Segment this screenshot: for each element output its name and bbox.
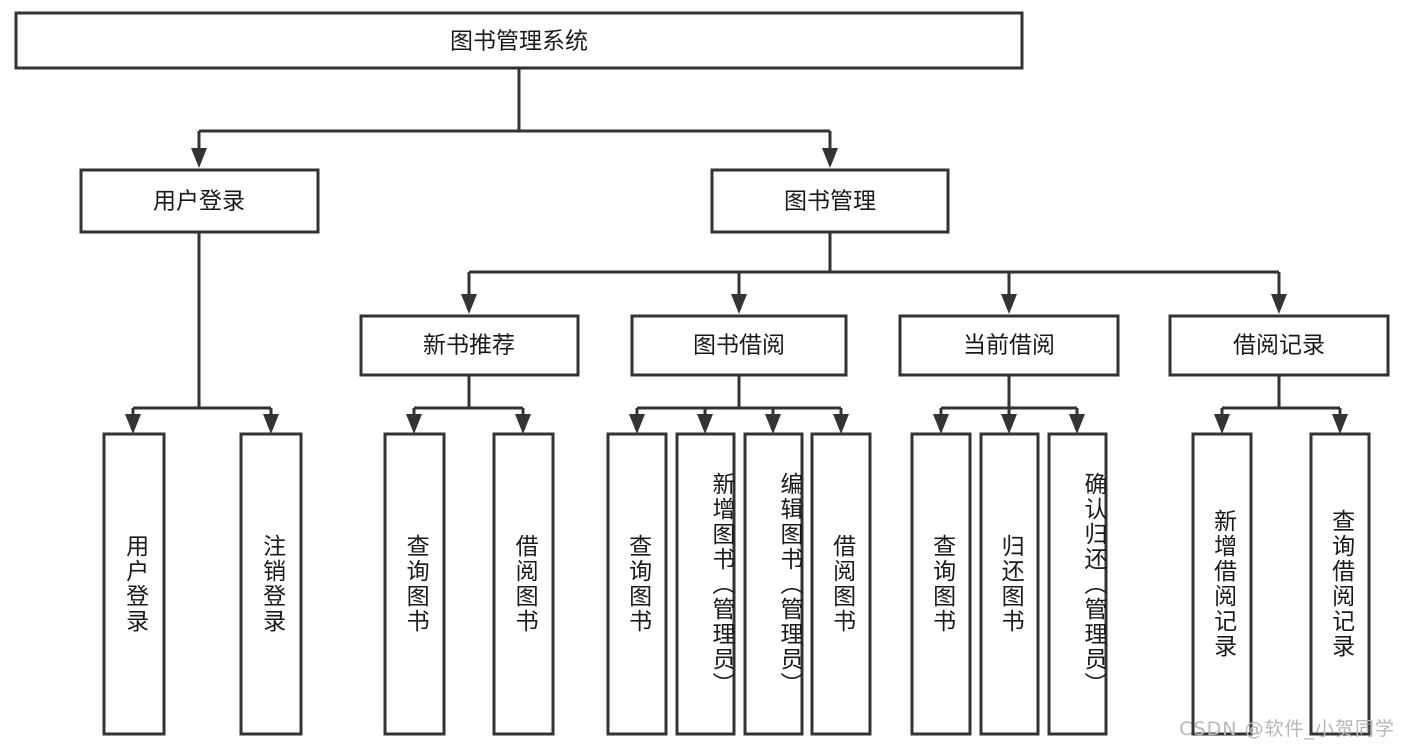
connector-group-current-borrow	[933, 375, 1085, 434]
node-current-borrow[interactable]: 当前借阅	[898, 314, 1120, 377]
node-leaf-confirm-return-box[interactable]	[1047, 432, 1108, 736]
node-new-book-rec-box[interactable]	[359, 314, 580, 377]
node-leaf-add-book-box[interactable]	[675, 432, 736, 736]
arrowhead-book-borrow	[731, 294, 747, 314]
node-book-borrow-box[interactable]	[630, 314, 848, 377]
connector-group-borrow-record	[1214, 375, 1348, 434]
arrowhead-leaf-add-record	[1214, 414, 1230, 434]
node-user-login-label: 用户登录	[153, 189, 245, 215]
arrowhead-borrow-record	[1271, 294, 1287, 314]
node-leaf-borrow-book-2-box[interactable]	[810, 432, 872, 736]
node-leaf-return-book-box[interactable]	[979, 432, 1040, 736]
arrowhead-current-borrow	[1001, 294, 1017, 314]
node-new-book-rec[interactable]: 新书推荐	[359, 314, 580, 377]
node-leaf-query-book-2-box[interactable]	[606, 432, 668, 736]
node-current-borrow-label: 当前借阅	[963, 333, 1055, 359]
node-new-book-rec-label: 新书推荐	[423, 333, 515, 359]
arrowhead-leaf-return-book	[1001, 414, 1017, 434]
node-book-manage-label: 图书管理	[784, 189, 876, 215]
arrowhead-user-login	[191, 148, 207, 168]
node-borrow-record-label: 借阅记录	[1233, 333, 1325, 359]
node-book-borrow-label: 图书借阅	[693, 333, 785, 359]
connector-group-new-book-rec	[406, 375, 531, 434]
node-book-borrow[interactable]: 图书借阅	[630, 314, 848, 377]
arrowhead-leaf-edit-book	[765, 414, 781, 434]
node-leaf-logout-box[interactable]	[239, 432, 303, 736]
arrowhead-leaf-borrow-book-2	[833, 414, 849, 434]
node-user-login[interactable]: 用户登录	[79, 168, 320, 234]
connector-group-book-manage	[461, 232, 1287, 314]
node-book-manage[interactable]: 图书管理	[710, 168, 950, 234]
node-root-label: 图书管理系统	[450, 29, 588, 55]
arrowhead-leaf-query-book-2	[629, 414, 645, 434]
connector-group-book-borrow	[629, 375, 849, 434]
node-leaf-user-login-box[interactable]	[102, 432, 166, 736]
arrowhead-leaf-logout	[263, 414, 279, 434]
node-root-box[interactable]	[14, 11, 1024, 70]
node-leaf-query-book-1-box[interactable]	[383, 432, 446, 736]
node-root[interactable]: 图书管理系统	[14, 11, 1024, 70]
connector-group-root	[191, 68, 838, 168]
node-current-borrow-box[interactable]	[898, 314, 1120, 377]
csdn-watermark: CSDN @软件_小贺同学	[1179, 718, 1395, 740]
arrowhead-leaf-query-book-1	[406, 414, 422, 434]
arrowhead-leaf-query-book-3	[933, 414, 949, 434]
arrowhead-book-manage	[822, 148, 838, 168]
node-borrow-record[interactable]: 借阅记录	[1168, 314, 1390, 377]
node-leaf-query-book-3-box[interactable]	[910, 432, 972, 736]
node-leaf-edit-book-box[interactable]	[743, 432, 804, 736]
node-book-manage-box[interactable]	[710, 168, 950, 234]
node-borrow-record-box[interactable]	[1168, 314, 1390, 377]
arrowhead-leaf-confirm-return	[1069, 414, 1085, 434]
connector-group-user-login	[125, 232, 279, 434]
node-leaf-borrow-book-1-box[interactable]	[492, 432, 555, 736]
node-user-login-box[interactable]	[79, 168, 320, 234]
arrowhead-leaf-query-record	[1332, 414, 1348, 434]
arrowhead-leaf-borrow-book-1	[515, 414, 531, 434]
arrowhead-leaf-add-book	[697, 414, 713, 434]
arrowhead-leaf-user-login	[125, 414, 141, 434]
node-leaf-add-record-box[interactable]	[1191, 432, 1253, 736]
node-leaf-query-record-box[interactable]	[1309, 432, 1371, 736]
arrowhead-new-book-rec	[461, 294, 477, 314]
